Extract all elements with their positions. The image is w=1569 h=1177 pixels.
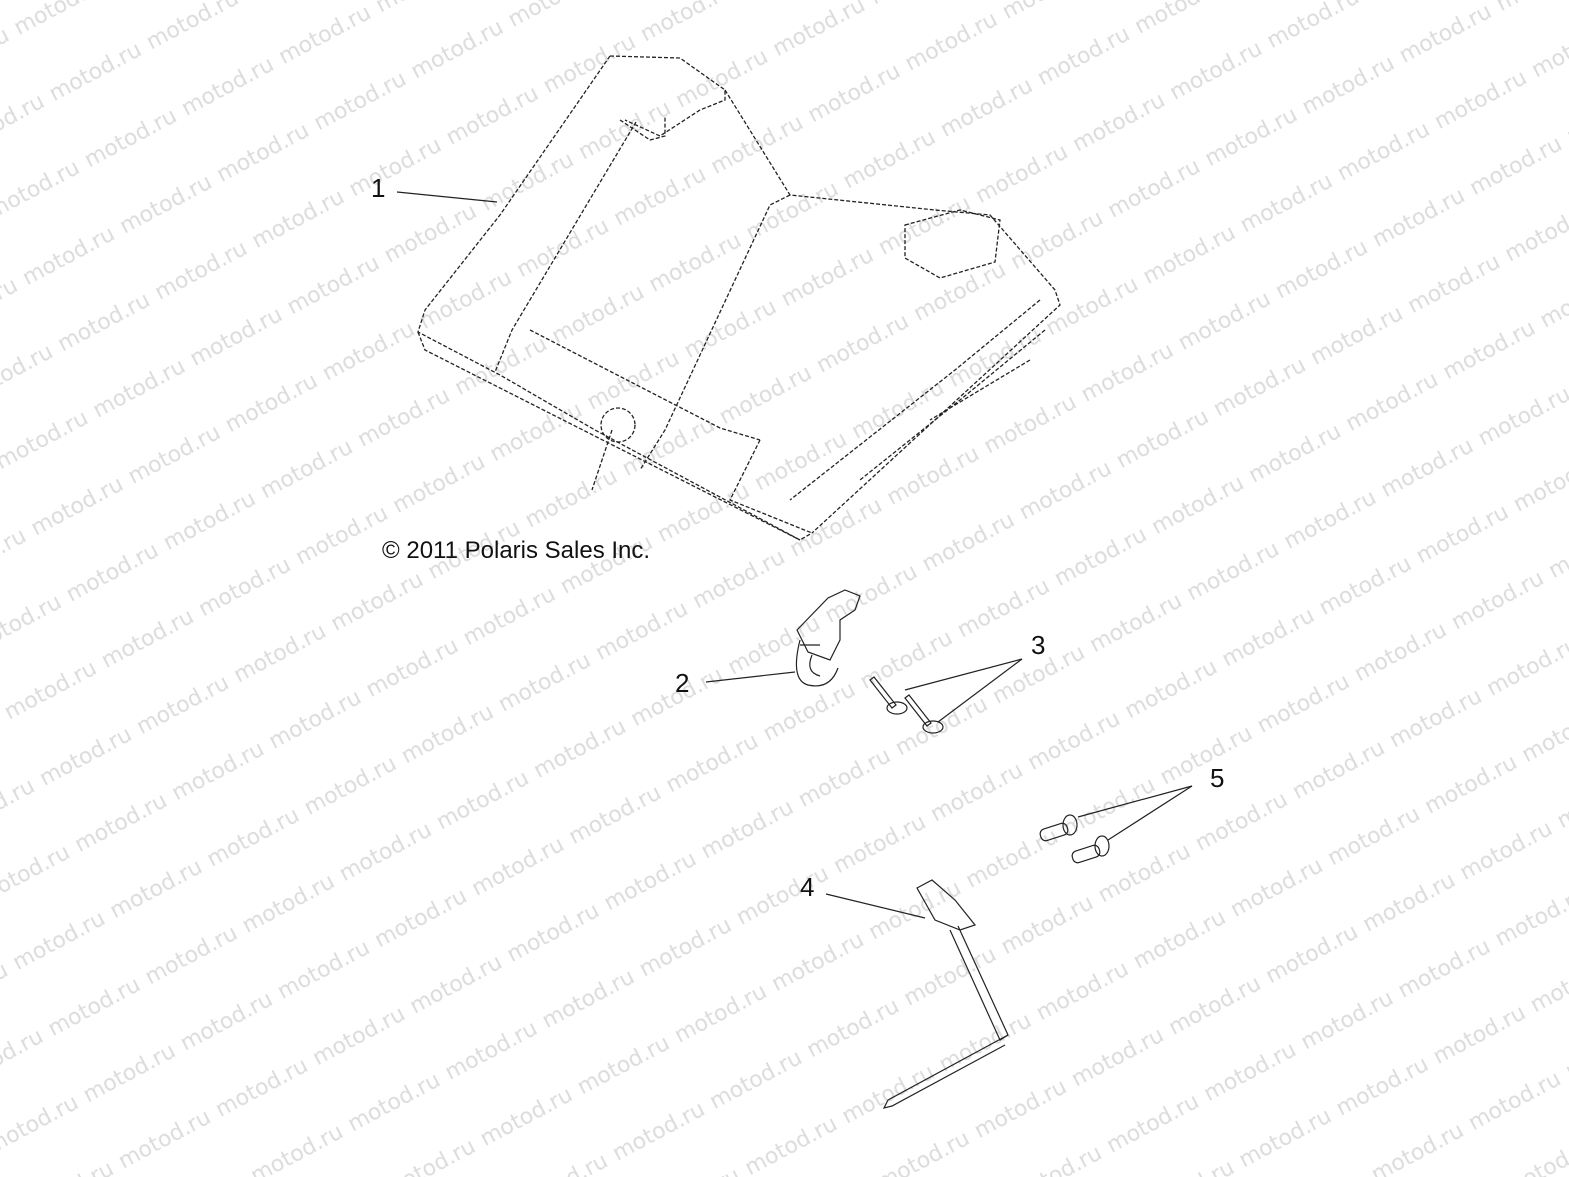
leader-line-2: [705, 671, 796, 683]
leader-line-4: [825, 893, 926, 919]
callout-1: 1: [371, 173, 386, 203]
callout-5: 5: [1210, 763, 1225, 793]
leader-line-5b: [1107, 785, 1193, 841]
hood-latch-drawing: [795, 589, 861, 687]
screws-drawing: [869, 676, 944, 734]
leader-line-1: [396, 191, 498, 203]
prop-rod-drawing: [882, 879, 1009, 1109]
leader-line-3b: [937, 658, 1023, 723]
leader-line-5a: [1077, 785, 1193, 818]
callout-2: 2: [675, 668, 690, 698]
grommet-pins-drawing: [1039, 814, 1110, 864]
leader-line-3a: [904, 658, 1023, 691]
copyright-notice: © 2011 Polaris Sales Inc.: [382, 537, 651, 564]
callout-4: 4: [800, 872, 815, 902]
hood-panel-drawing: [417, 55, 1061, 541]
callout-3: 3: [1031, 630, 1046, 660]
